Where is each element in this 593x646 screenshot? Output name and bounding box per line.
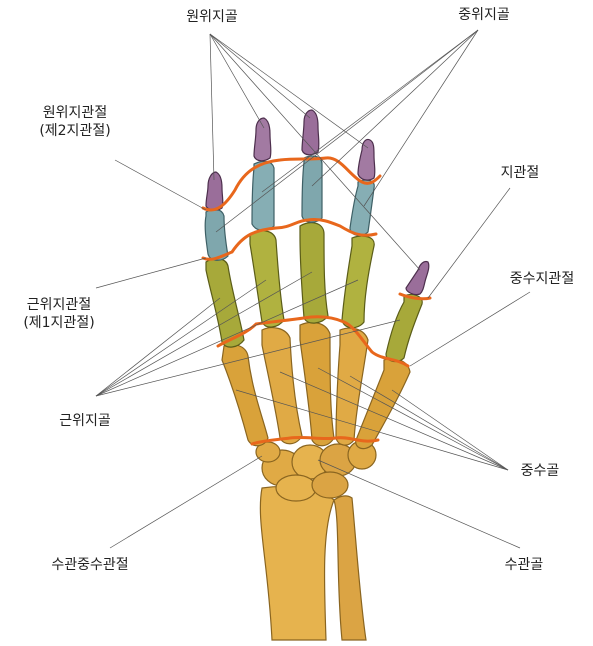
middle-phalanx-label: 중위지골 <box>444 6 524 24</box>
distal-phalanx-bone <box>206 172 223 210</box>
leader-line <box>210 34 214 180</box>
proximal-phalanx-bone <box>300 223 328 323</box>
distal-phalanx-bone <box>302 110 319 155</box>
distal-phalanx-bone <box>254 118 271 161</box>
metacarpals <box>222 322 410 448</box>
pip-joint-label: 근위지관절 (제1지관절) <box>4 296 114 332</box>
leader-line <box>96 258 206 288</box>
distal-phalanx-label: 원위지골 <box>172 8 252 26</box>
leader-line <box>364 30 478 206</box>
metacarpal-bone <box>262 328 302 444</box>
metacarpal-bone <box>356 359 410 449</box>
distal-phalanx-bone <box>406 261 429 294</box>
leader-line <box>110 456 262 548</box>
dip-joint-label: 원위지관절 (제2지관절) <box>20 104 130 140</box>
leader-line <box>410 292 530 366</box>
pip-joint-label-line1: 근위지관절 <box>4 296 114 314</box>
cmc-joint-label: 수관중수관절 <box>30 556 150 574</box>
proximal-phalanx-bone <box>342 236 374 328</box>
leader-line <box>392 390 508 470</box>
dip-joint-line <box>203 158 380 210</box>
radius-bone <box>260 487 334 641</box>
leader-line <box>115 160 206 210</box>
proximal-phalanx-bone <box>206 259 244 348</box>
pip-joint-label-line2: (제1지관절) <box>4 314 114 332</box>
leader-line <box>312 30 478 186</box>
carpal-bone <box>276 475 316 501</box>
carpal-bone <box>312 472 348 498</box>
middle-phalanx-bone <box>302 156 322 222</box>
metacarpal-label: 중수골 <box>500 462 580 480</box>
proximal-phalanx-bone <box>250 231 284 327</box>
metacarpal-bone <box>222 344 268 445</box>
ulna-bone <box>334 496 366 640</box>
leader-line <box>96 298 220 396</box>
leader-line <box>210 34 264 128</box>
forearm-bones <box>260 487 366 641</box>
proximal-phalanx-bone <box>386 294 422 361</box>
middle-phalanx-bone <box>350 180 374 235</box>
middle-phalanx-bone <box>205 209 228 260</box>
dip-joint-label-line2: (제2지관절) <box>20 122 130 140</box>
leader-line <box>210 34 368 148</box>
ip-joint-label: 지관절 <box>480 164 560 182</box>
carpal-label: 수관골 <box>484 556 564 574</box>
leader-line <box>216 30 478 232</box>
proximal-phalanx-label: 근위지골 <box>40 412 130 430</box>
mcp-joint-label: 중수지관절 <box>492 270 592 288</box>
distal-phalanx-bone <box>358 139 375 180</box>
leader-line <box>210 34 310 118</box>
dip-joint-label-line1: 원위지관절 <box>20 104 130 122</box>
